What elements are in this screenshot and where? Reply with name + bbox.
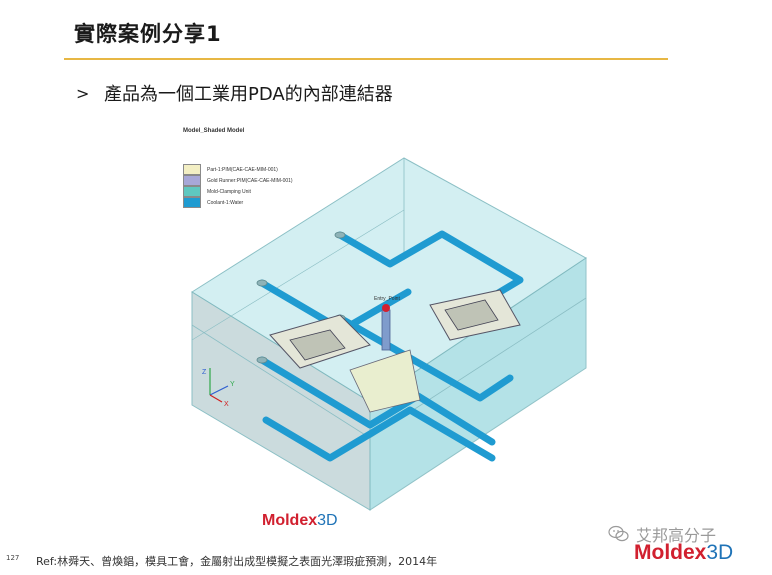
legend-swatch [183, 175, 201, 186]
entry-point-label: Entry_Point [374, 296, 400, 302]
coolant-channels [258, 230, 524, 462]
mold-right-face [369, 257, 587, 511]
axis-y-label: Y [230, 381, 235, 388]
reference-citation: Ref:林舜天、曾煥錩，模具工會，金屬射出成型模擬之表面光澤瑕疵預測，2014年 [36, 555, 438, 568]
legend-item: Mold-Clamping Unit [183, 186, 293, 197]
bullet-text: 產品為一個工業用PDA的內部連結器 [104, 84, 393, 105]
legend-item: Coolant-1:Water [183, 197, 293, 208]
slide-title: 實際案例分享1 [74, 22, 222, 46]
connector-part-left [269, 314, 371, 369]
axis-triad: Z Y X [202, 368, 235, 408]
model-title: Model_Shaded Model [183, 128, 245, 134]
legend-swatch [183, 164, 201, 175]
axis-x-label: X [224, 401, 229, 408]
page-number: 127 [6, 554, 20, 562]
bullet-item: > 產品為一個工業用PDA的內部連結器 [76, 80, 393, 106]
watermark-text: 艾邦高分子 [636, 526, 717, 545]
legend-label: Gold Runner:PIM(CAE-CAE-MIM-001) [207, 177, 293, 184]
legend-item: Gold Runner:PIM(CAE-CAE-MIM-001) [183, 175, 293, 186]
wechat-watermark: 艾邦高分子 [608, 522, 716, 546]
entry-point-marker [382, 304, 390, 312]
legend-label: Coolant-1:Water [207, 199, 244, 206]
axis-z-label: Z [202, 369, 207, 376]
legend-swatch [183, 197, 201, 208]
mold-model-figure: Entry_Point Z Y X [191, 157, 587, 511]
bullet-marker: > [76, 83, 90, 103]
runner-plate [349, 349, 421, 413]
moldex3d-logo-figure: Moldex3D [262, 512, 338, 529]
legend-item: Part-1:PIM(CAE-CAE-MIM-001) [183, 164, 293, 175]
legend-swatch [183, 186, 201, 197]
legend-label: Mold-Clamping Unit [207, 188, 251, 195]
figure-legend: Part-1:PIM(CAE-CAE-MIM-001) Gold Runner:… [183, 164, 293, 208]
wechat-icon [608, 525, 629, 542]
connector-part-right [429, 289, 521, 341]
title-divider [64, 58, 668, 60]
legend-label: Part-1:PIM(CAE-CAE-MIM-001) [207, 166, 278, 173]
sprue [381, 309, 391, 351]
moldex3d-logo-corner: Moldex3D [634, 541, 734, 564]
